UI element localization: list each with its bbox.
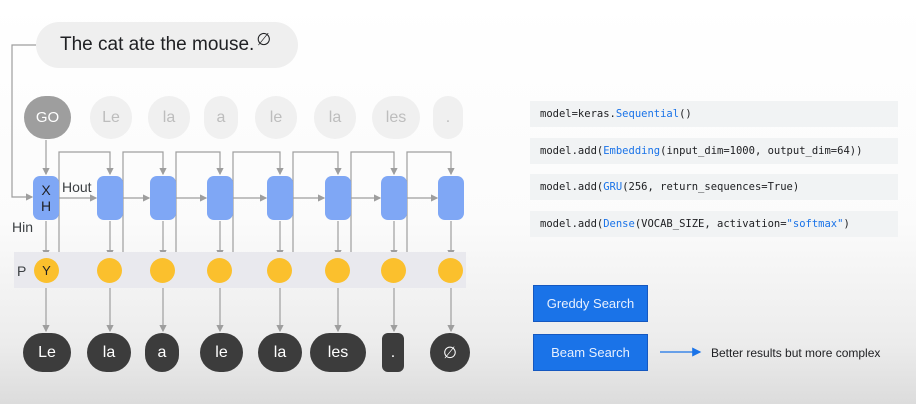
feedback-connector — [350, 151, 398, 270]
input-sentence: The cat ate the mouse. — [60, 34, 255, 55]
gru-cell — [325, 176, 351, 220]
cell-h-label: H — [40, 198, 52, 214]
gru-cell — [438, 176, 464, 220]
output-token: ∅ — [430, 333, 470, 372]
gru-cell — [267, 176, 293, 220]
gru-cell — [97, 176, 123, 220]
hin-label: Hin — [12, 219, 34, 235]
output-token: la — [258, 333, 302, 372]
probability-dot — [97, 258, 122, 283]
code-text: model.add( — [540, 218, 604, 230]
decoder-input-token: Le — [90, 96, 132, 139]
probability-dot: Y — [34, 258, 59, 283]
beam-search-button[interactable]: Beam Search — [533, 334, 648, 371]
gru-cell — [381, 176, 407, 220]
decoder-input-token: a — [204, 96, 238, 139]
code-text: () — [679, 108, 692, 120]
decoder-input-token: la — [314, 96, 356, 139]
probability-dot — [325, 258, 350, 283]
hout-label: Hout — [62, 179, 92, 195]
p-label: P — [17, 263, 27, 279]
probability-dot — [207, 258, 232, 283]
code-line-2: model.add(Embedding(input_dim=1000, outp… — [530, 138, 898, 164]
code-text: model.add( — [540, 181, 604, 193]
code-keyword: Dense — [603, 218, 635, 230]
output-token: les — [310, 333, 366, 372]
code-keyword: GRU — [603, 181, 623, 193]
probability-dot — [150, 258, 175, 283]
probability-dot — [267, 258, 292, 283]
output-token: le — [200, 333, 243, 372]
beam-search-note: Better results but more complex — [711, 346, 881, 360]
code-line-1: model=keras.Sequential() — [530, 101, 898, 127]
feedback-connector — [175, 151, 224, 270]
greedy-search-button[interactable]: Greddy Search — [533, 285, 648, 322]
code-text: ) — [843, 218, 850, 230]
code-line-4: model.add(Dense(VOCAB_SIZE, activation="… — [530, 211, 898, 237]
decoder-input-token: la — [148, 96, 190, 139]
input-sentence-bubble: The cat ate the mouse. ∅ — [36, 22, 298, 68]
dot-y-label: Y — [42, 263, 51, 278]
decoder-input-token: le — [255, 96, 297, 139]
gru-cell — [150, 176, 176, 220]
output-token: . — [382, 333, 404, 372]
gru-cell: X H — [33, 176, 59, 220]
code-text: model.add( — [540, 145, 604, 157]
probability-dot — [438, 258, 463, 283]
feedback-connector — [122, 151, 167, 270]
feedback-connector — [406, 151, 455, 270]
output-token: a — [145, 333, 179, 372]
code-line-3: model.add(GRU(256, return_sequences=True… — [530, 174, 898, 200]
decoder-input-token: les — [372, 96, 420, 139]
code-text: (VOCAB_SIZE, activation= — [634, 218, 787, 230]
code-text: (input_dim=1000, output_dim=64)) — [660, 145, 863, 157]
cell-x-label: X — [41, 182, 51, 198]
end-symbol: ∅ — [256, 30, 272, 49]
feedback-connector — [232, 151, 284, 270]
feedback-connector — [58, 151, 114, 270]
code-text: (256, return_sequences=True) — [622, 181, 800, 193]
code-string: "softmax" — [786, 218, 844, 230]
gru-cell — [207, 176, 233, 220]
go-token: GO — [24, 96, 71, 139]
code-keyword: Embedding — [603, 145, 661, 157]
output-token: la — [87, 333, 131, 372]
probability-dot — [381, 258, 406, 283]
decoder-input-token: . — [433, 96, 463, 139]
output-token: Le — [23, 333, 71, 372]
feedback-connector — [292, 151, 342, 270]
code-keyword: Sequential — [615, 108, 680, 120]
code-text: model=keras. — [540, 108, 616, 120]
